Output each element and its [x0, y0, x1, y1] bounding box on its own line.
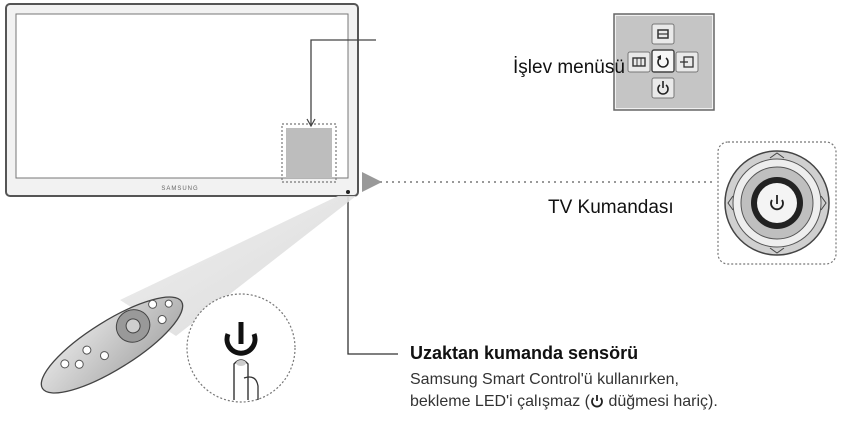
remote-sensor [346, 190, 350, 194]
sensor-description-before: bekleme LED'i çalışmaz ( [410, 393, 590, 410]
smart-control-remote [40, 296, 184, 394]
tv-remote-label: TV Kumandası [548, 197, 674, 218]
tv-remote-detail [717, 141, 837, 265]
menu-leader-line [310, 39, 376, 126]
tv: SAMSUNG [5, 3, 359, 197]
tv-brand-logo: SAMSUNG [161, 186, 198, 192]
sensor-title: Uzaktan kumanda sensörü [410, 343, 639, 363]
sensor-description-line-2: bekleme LED'i çalışmaz ( düğmesi hariç). [410, 393, 718, 413]
sensor-description-line-1: Samsung Smart Control'ü kullanırken, [410, 371, 679, 388]
sensor-description-after: düğmesi hariç). [604, 393, 718, 410]
power-button-detail [186, 293, 296, 403]
power-icon [590, 394, 604, 413]
function-menu-label: İşlev menüsü [513, 57, 625, 78]
function-menu-panel [613, 13, 715, 111]
sensor-leader-line [347, 196, 398, 355]
